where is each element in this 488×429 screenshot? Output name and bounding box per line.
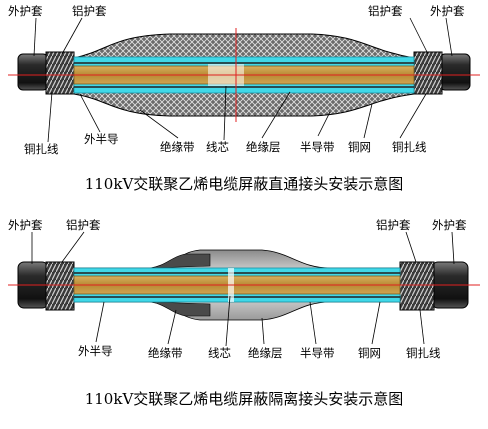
label-outer-semicon-2: 外半导 — [78, 344, 113, 358]
label-al-sheath-left: 铝护套 — [72, 4, 107, 18]
label-outer-sheath-right-2: 外护套 — [432, 218, 467, 232]
label-core-2: 线芯 — [208, 346, 231, 360]
label-copper-mesh-2: 铜网 — [358, 346, 381, 360]
al-sheath-left — [45, 51, 75, 95]
label-outer-sheath-left-2: 外护套 — [8, 218, 43, 232]
outer-sheath-left — [17, 53, 49, 91]
label-al-sheath-right-2: 铝护套 — [376, 218, 411, 232]
al-sheath-right-2 — [399, 261, 435, 311]
semicon-shell-left — [149, 253, 211, 269]
label-copper-wire-right-2: 铜扎线 — [406, 346, 441, 360]
caption-isolation-joint: 110kV交联聚乙烯电缆屏蔽隔离接头安装示意图 — [85, 390, 404, 408]
label-insulation-tape: 绝缘带 — [160, 140, 195, 154]
label-outer-semicon: 外半导 — [84, 132, 119, 146]
label-copper-wire-right: 铜扎线 — [392, 140, 427, 154]
label-core: 线芯 — [206, 140, 229, 154]
al-sheath-left-2 — [45, 261, 75, 311]
caption-straight-joint: 110kV交联聚乙烯电缆屏蔽直通接头安装示意图 — [85, 175, 404, 193]
label-al-sheath-left-2: 铝护套 — [66, 218, 101, 232]
semicon-shell-left-bottom — [149, 301, 211, 317]
label-semicon-tape-2: 半导带 — [300, 346, 335, 360]
label-al-sheath-right: 铝护套 — [368, 4, 403, 18]
label-outer-sheath-left: 外护套 — [8, 4, 43, 18]
label-copper-mesh: 铜网 — [348, 140, 371, 154]
label-insulation-tape-2: 绝缘带 — [148, 346, 183, 360]
outer-sheath-right — [439, 53, 471, 91]
label-insulation-layer-2: 绝缘层 — [248, 346, 283, 360]
straight-joint-diagram: 外护套 铝护套 铝护套 外护套 铜扎线 外半导 绝缘带 线芯 绝缘层 半导带 铜… — [8, 4, 480, 193]
al-sheath-right — [413, 51, 443, 95]
label-semicon-tape: 半导带 — [300, 140, 335, 154]
label-insulation-layer: 绝缘层 — [246, 140, 281, 154]
isolation-joint-diagram: 外护套 铝护套 铝护套 外护套 外半导 绝缘带 线芯 绝缘层 半导带 铜网 铜扎… — [8, 218, 480, 408]
label-copper-wire-left: 铜扎线 — [24, 142, 59, 156]
label-outer-sheath-right: 外护套 — [430, 4, 465, 18]
